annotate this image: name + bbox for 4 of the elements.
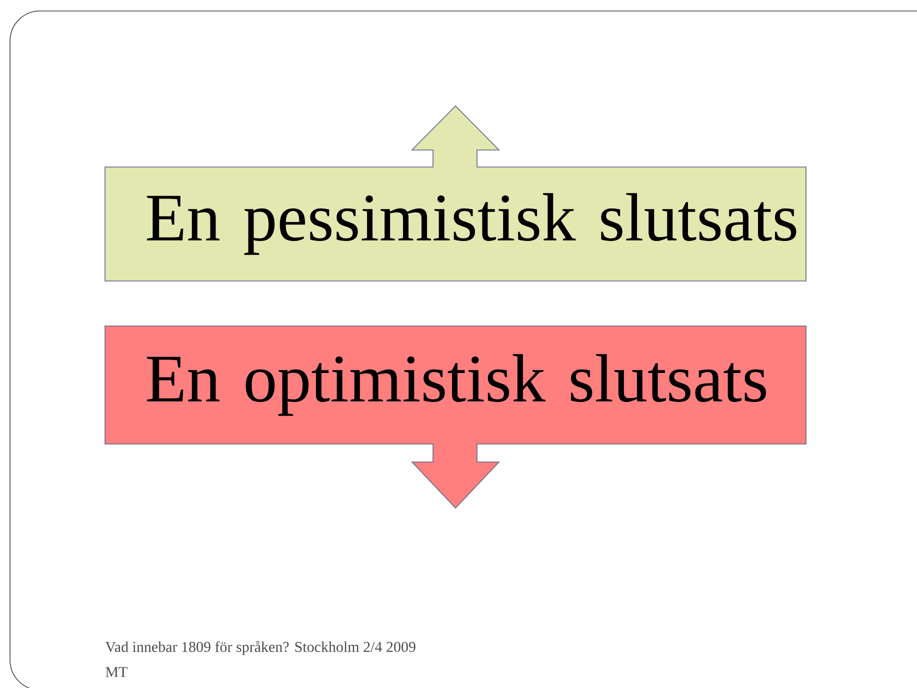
up-arrow-callout: En pessimistisk slutsats <box>104 105 806 282</box>
down-arrow-callout: En optimistisk slutsats <box>104 326 806 509</box>
footer-text: MT <box>106 667 128 677</box>
footer-text: Vad innebar 1809 för språken? Stockholm 2/4 2009 <box>105 641 416 656</box>
